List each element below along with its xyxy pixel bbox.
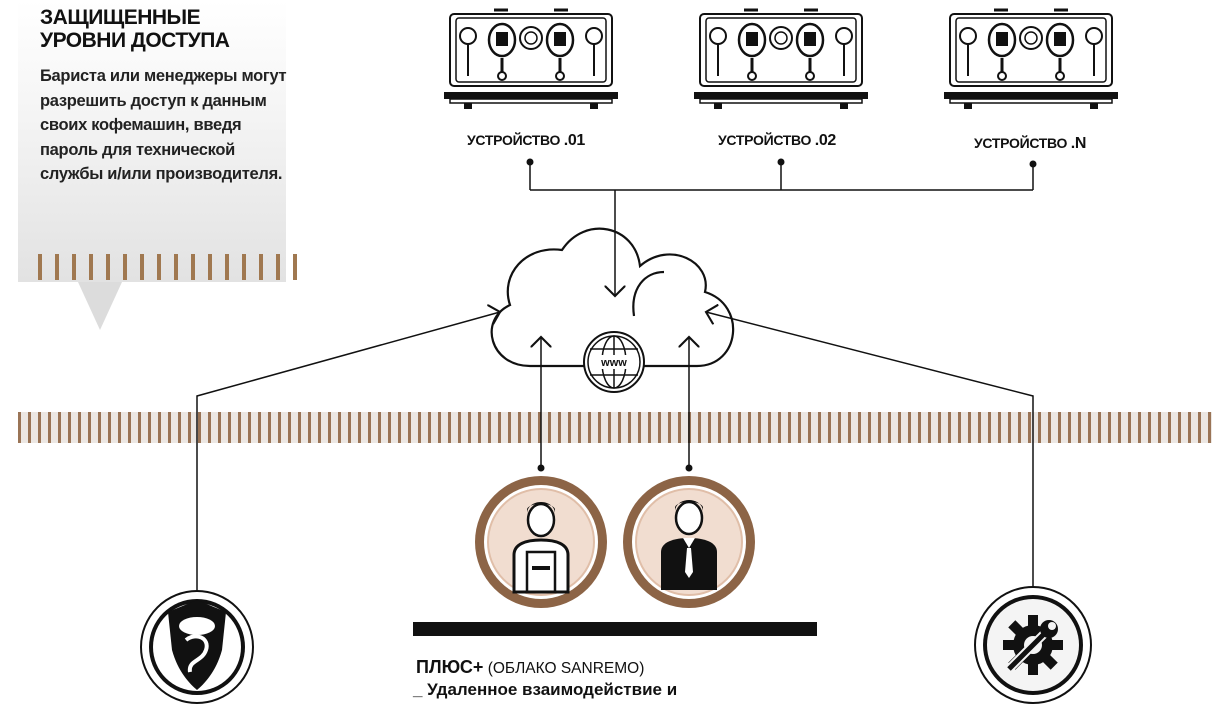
device-01-number: .01 [563,132,586,149]
plus-heading: ПЛЮС+ (ОБЛАКО SANREMO) [416,657,644,678]
globe-www-icon: www [583,331,645,393]
device-02-label-text: УСТРОЙСТВО [718,132,815,148]
plus-divider-bar [413,622,817,636]
device-n-number: .N [1070,135,1087,152]
manager-icon [623,476,755,608]
globe-www-label: www [600,357,627,369]
device-n-label: УСТРОЙСТВО .N [974,135,1086,153]
device-01-node [526,158,534,166]
access-levels-description: Бариста или менеджеры могут разрешить до… [40,67,287,183]
plus-cloud-note: (ОБЛАКО SANREMO) [483,660,645,677]
device-n-node [1029,160,1037,168]
device-01-label-text: УСТРОЙСТВО [467,132,564,148]
stripe-band-divider [18,412,1212,443]
brand-logo-icon [140,590,254,704]
device-02-label: УСТРОЙСТВО .02 [718,132,836,150]
device-n-machine [942,8,1120,111]
device-01-machine [442,8,620,111]
panel-pointer [78,282,122,330]
panel-stripe-decoration [38,254,300,280]
service-to-cloud-line [706,312,1034,590]
device-n-label-text: УСТРОЙСТВО [974,135,1071,151]
plus-description: _ Удаленное взаимодействие и [413,680,678,699]
device-02-machine [692,8,870,111]
access-levels-title: ЗАЩИЩЕННЫЕ УРОВНИ ДОСТУПА [40,6,230,52]
plus-title: ПЛЮС+ [416,657,484,677]
access-levels-panel: ЗАЩИЩЕННЫЕ УРОВНИ ДОСТУПА Бариста или ме… [18,0,300,282]
brand-to-cloud-line [196,312,500,590]
barista-icon [475,476,607,608]
device-02-number: .02 [814,132,837,149]
device-01-label: УСТРОЙСТВО .01 [467,132,585,150]
device-02-node [777,158,785,166]
service-gear-icon [974,586,1092,704]
